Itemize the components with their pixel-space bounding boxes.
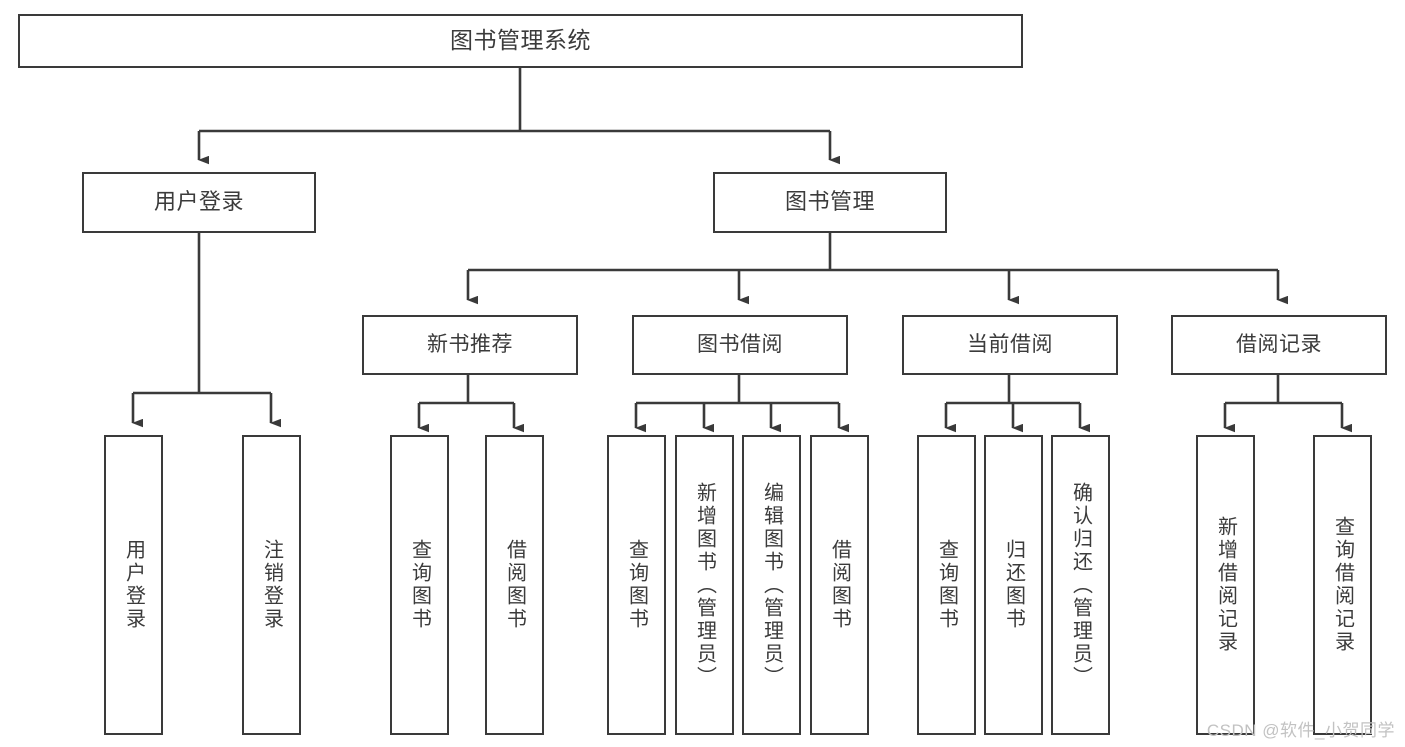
- leaf-add-book[interactable]: 新增图书（管理员）: [675, 435, 734, 735]
- leaf-query-book-2[interactable]: 查询图书: [607, 435, 666, 735]
- leaf-query-book-3[interactable]: 查询图书: [917, 435, 976, 735]
- leaf-query-record-label: 查询借阅记录: [1331, 516, 1354, 654]
- leaf-add-record-label: 新增借阅记录: [1214, 516, 1237, 654]
- leaf-user-login-label: 用户登录: [122, 539, 145, 631]
- leaf-query-book-2-label: 查询图书: [625, 539, 648, 631]
- leaf-return-book-label: 归还图书: [1002, 539, 1025, 631]
- leaf-query-record[interactable]: 查询借阅记录: [1313, 435, 1372, 735]
- leaf-query-book-1-label: 查询图书: [408, 539, 431, 631]
- csdn-watermark: CSDN @软件_小贺同学: [1206, 721, 1395, 740]
- node-new-book-recommend-label: 新书推荐: [427, 332, 513, 356]
- leaf-logout-login[interactable]: 注销登录: [242, 435, 301, 735]
- node-book-management-label: 图书管理: [784, 189, 875, 215]
- node-user-login-label: 用户登录: [153, 189, 244, 215]
- node-root-system-label: 图书管理系统: [450, 27, 591, 54]
- node-book-management[interactable]: 图书管理: [713, 172, 947, 233]
- leaf-add-record[interactable]: 新增借阅记录: [1196, 435, 1255, 735]
- leaf-edit-book[interactable]: 编辑图书（管理员）: [742, 435, 801, 735]
- node-user-login[interactable]: 用户登录: [82, 172, 316, 233]
- node-book-borrow[interactable]: 图书借阅: [632, 315, 848, 375]
- node-new-book-recommend[interactable]: 新书推荐: [362, 315, 578, 375]
- leaf-borrow-book-2-label: 借阅图书: [828, 539, 851, 631]
- leaf-return-book[interactable]: 归还图书: [984, 435, 1043, 735]
- node-root-system[interactable]: 图书管理系统: [18, 14, 1023, 68]
- leaf-confirm-return[interactable]: 确认归还（管理员）: [1051, 435, 1110, 735]
- leaf-borrow-book-2[interactable]: 借阅图书: [810, 435, 869, 735]
- node-current-borrow[interactable]: 当前借阅: [902, 315, 1118, 375]
- leaf-query-book-1[interactable]: 查询图书: [390, 435, 449, 735]
- node-current-borrow-label: 当前借阅: [967, 332, 1053, 356]
- leaf-edit-book-label: 编辑图书（管理员）: [760, 481, 783, 689]
- leaf-query-book-3-label: 查询图书: [935, 539, 958, 631]
- leaf-borrow-book-1[interactable]: 借阅图书: [485, 435, 544, 735]
- node-borrow-record-label: 借阅记录: [1236, 332, 1322, 356]
- leaf-add-book-label: 新增图书（管理员）: [693, 481, 716, 689]
- node-book-borrow-label: 图书借阅: [697, 332, 783, 356]
- leaf-logout-login-label: 注销登录: [260, 539, 283, 631]
- leaf-confirm-return-label: 确认归还（管理员）: [1069, 481, 1092, 689]
- node-borrow-record[interactable]: 借阅记录: [1171, 315, 1387, 375]
- leaf-borrow-book-1-label: 借阅图书: [503, 539, 526, 631]
- leaf-user-login[interactable]: 用户登录: [104, 435, 163, 735]
